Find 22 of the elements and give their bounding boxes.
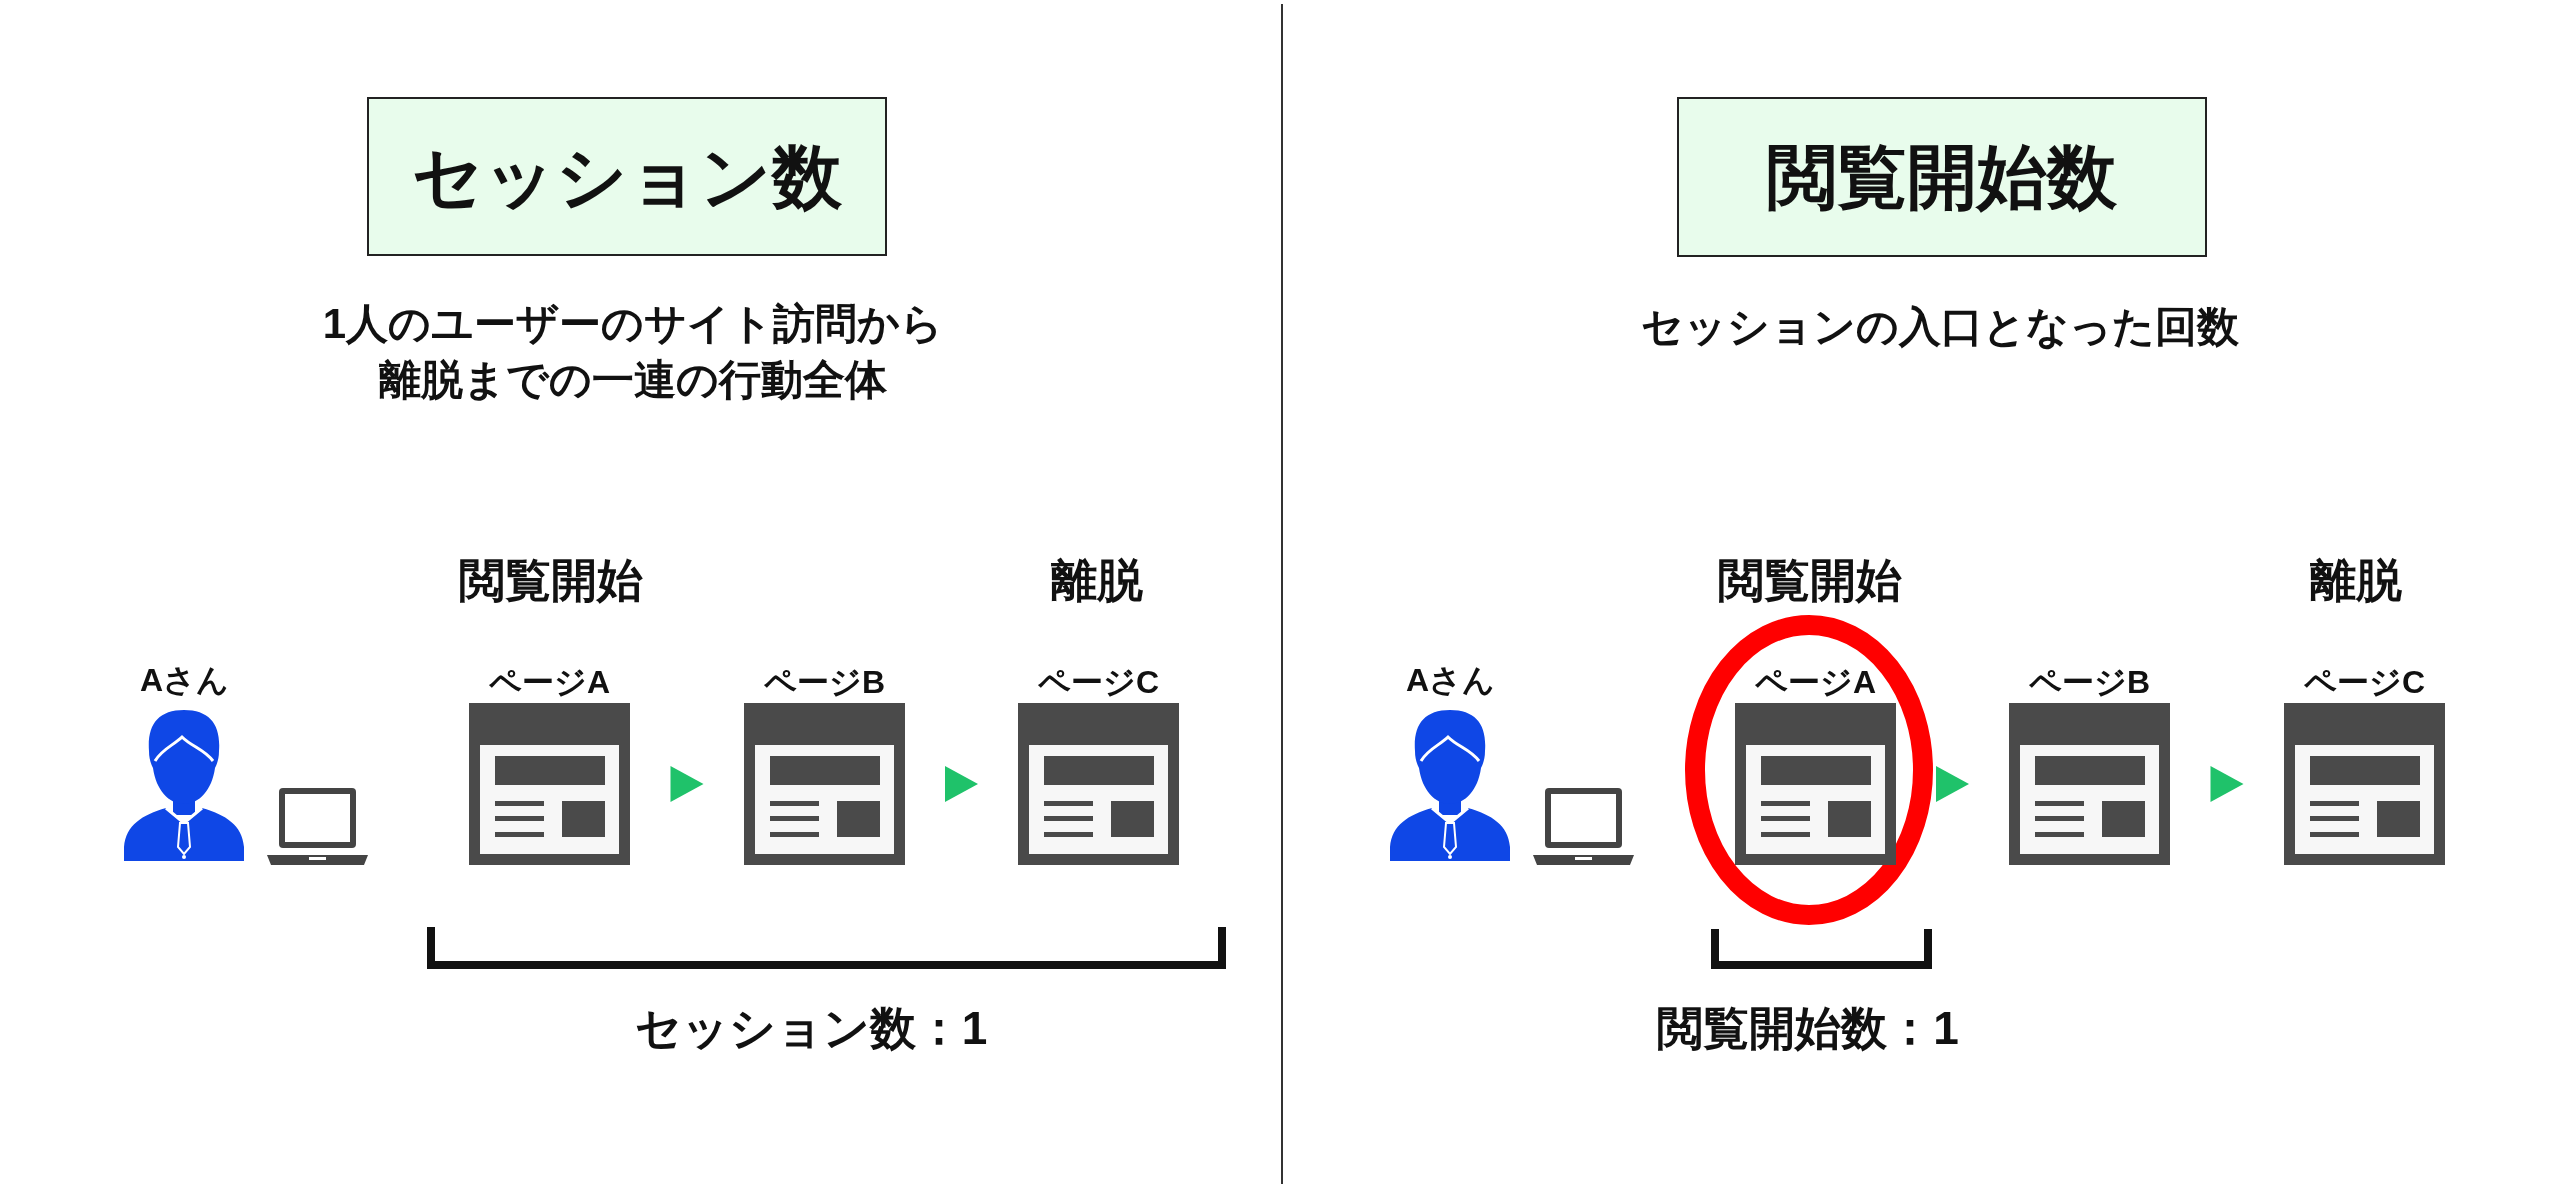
arrow <box>1936 766 1969 802</box>
person-name: Aさん <box>139 662 230 698</box>
title-panel: セッション数 <box>367 97 887 256</box>
arrow <box>2210 766 2244 802</box>
stage-label: 閲覧開始 <box>1718 553 1902 608</box>
page-name: ページB <box>2028 664 2151 700</box>
count-label: セッション数：1 <box>634 1001 988 1056</box>
description: セッションの入口となった回数 <box>1641 302 2239 352</box>
page-name: ページC <box>2303 664 2426 700</box>
description: 1人のユーザーのサイト訪問から離脱までの一連の行動全体 <box>321 299 945 405</box>
stage-label: 離脱 <box>2310 553 2402 608</box>
person-name: Aさん <box>1405 662 1496 698</box>
stage-label: 離脱 <box>1051 553 1143 608</box>
arrow <box>670 766 704 802</box>
stage-label: 閲覧開始 <box>459 553 643 608</box>
page-name: ページC <box>1037 664 1160 700</box>
count-label: 閲覧開始数：1 <box>1657 1001 1959 1056</box>
arrow <box>945 766 978 802</box>
page-name: ページA <box>1754 664 1877 700</box>
title-panel: 閲覧開始数 <box>1677 97 2207 257</box>
page-name: ページB <box>763 664 886 700</box>
page-name: ページA <box>488 664 611 700</box>
